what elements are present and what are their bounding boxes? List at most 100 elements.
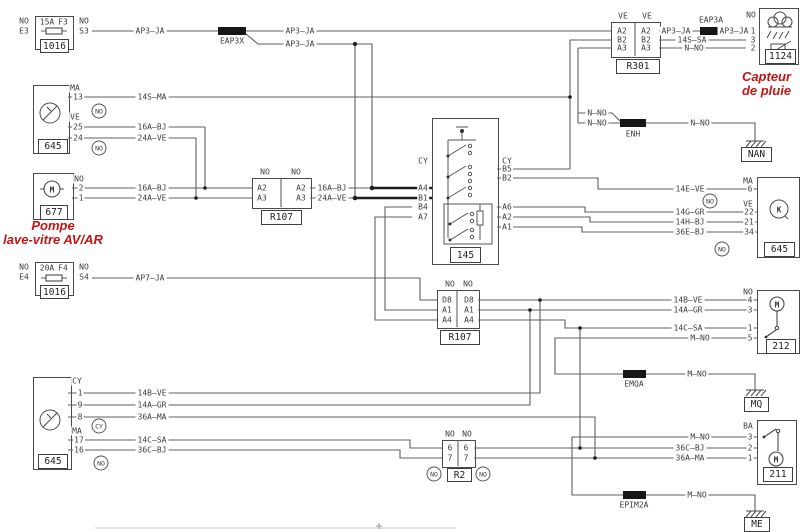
fuse2-bracket: NO — [18, 262, 30, 272]
wire-ap3-ja: AP3–JA — [283, 39, 317, 49]
stalk-bracket: CY — [501, 156, 513, 166]
r107-top-pin: A3 — [256, 193, 268, 203]
wire-14c-sa: 14C–SA — [671, 323, 705, 333]
caption-line: Pompe — [31, 218, 75, 233]
stalk-pin: A4 — [417, 183, 429, 193]
fuse1-bracket: NO — [18, 16, 30, 26]
r2-label: R2 — [447, 468, 472, 482]
wire-n-no: N–NO — [585, 118, 609, 128]
circled-no: NO — [475, 466, 491, 482]
r107-bottom-pin: D8 — [463, 295, 475, 305]
stalk-pin: B5 — [501, 164, 513, 174]
uch-top-pin: 13 — [72, 92, 84, 102]
uch-icon-right — [769, 199, 789, 220]
circled-no: NO — [93, 455, 109, 471]
wire-24a-ve: 24A–VE — [315, 193, 349, 203]
motor-letter: M — [774, 300, 780, 310]
uch-bottom-label: 645 — [38, 454, 68, 469]
caption-line: lave-vitre AV/AR — [3, 232, 103, 247]
sensor-pin: 2 — [749, 43, 757, 53]
eap3x-connector — [218, 27, 246, 35]
wiper-front-pin: 3 — [746, 305, 754, 315]
r2-pin: 6 — [462, 443, 470, 453]
fuse2-pin: S4 — [78, 272, 90, 282]
wire-14b-ve: 14B–VE — [671, 295, 705, 305]
sensor-pin: 1 — [749, 26, 757, 36]
ground-icon-me — [745, 510, 767, 518]
r107-top-bracket: NO — [290, 167, 302, 177]
wire-ap3-ja: AP3–JA — [133, 26, 167, 36]
motor-icon-677 — [40, 180, 64, 198]
wire-14e-ve: 14E–VE — [673, 184, 707, 194]
uch-top-bracket: VE — [69, 112, 81, 122]
r107-top-connector-box — [252, 178, 312, 209]
wire-m-no: M–NO — [685, 490, 709, 500]
motor-letter: M — [49, 185, 55, 195]
wiper-stalk-box — [432, 118, 499, 265]
ground-icon-mq — [745, 389, 767, 397]
uch-letter: K — [776, 205, 782, 215]
wire-n-no: N–NO — [682, 43, 706, 53]
wire-36c-bj: 36C–BJ — [673, 443, 707, 453]
caption-line: de pluie — [741, 83, 792, 98]
uch-right-pin: 22 — [743, 207, 755, 217]
r2-pin: 6 — [446, 443, 454, 453]
r107-bottom-pin: A4 — [463, 315, 475, 325]
uch-right-bracket: MA — [742, 176, 754, 186]
r107-bottom-pin: A1 — [441, 305, 453, 315]
wire-m-no: M–NO — [688, 432, 712, 442]
uch-icon-bottom — [39, 409, 61, 431]
circled-no: NO — [702, 193, 718, 209]
wire-n-no: N–NO — [688, 118, 712, 128]
connector-eap3a: EAP3A — [697, 15, 725, 25]
stalk-pin: A7 — [417, 212, 429, 222]
uch-right-pin: 6 — [746, 184, 754, 194]
fuse1-rating: 15A — [38, 17, 56, 27]
wire-ap7-ja: AP7–JA — [133, 273, 167, 283]
fuse2-label: 1016 — [40, 285, 69, 299]
washer-pump-caption: Pompe lave-vitre AV/AR — [0, 219, 120, 247]
uch-bottom-pin: 9 — [76, 400, 84, 410]
ground-me-label: ME — [744, 517, 770, 532]
uch-bottom-bracket: MA — [71, 426, 83, 436]
wiper-front-pin: 5 — [746, 333, 754, 343]
stalk-pin: B4 — [417, 202, 429, 212]
epim2a-connector — [623, 491, 646, 499]
wire-ap3-ja: AP3–JA — [659, 26, 693, 36]
emqa-connector — [623, 370, 646, 378]
rear-wiper-motor-label: 211 — [763, 467, 793, 482]
wire-ap3-ja: AP3–JA — [717, 26, 751, 36]
enh-connector — [620, 119, 646, 127]
wire-14b-ve: 14B–VE — [135, 388, 169, 398]
wiper-front-pin: 4 — [746, 295, 754, 305]
wire-ap3-ja: AP3–JA — [283, 26, 317, 36]
wire-14a-gr: 14A–GR — [671, 305, 705, 315]
wire-14h-bj: 14H–BJ — [673, 217, 707, 227]
wiper-rear-pin: 2 — [746, 443, 754, 453]
motor-icon-211 — [762, 428, 784, 467]
rear-wiper-motor-box — [757, 420, 797, 485]
circled-no: NO — [714, 241, 730, 257]
wiper-front-bracket: NO — [742, 287, 754, 297]
r301-header: VE — [617, 11, 629, 21]
r2-bracket: NO — [461, 429, 473, 439]
uch-right-bracket: VE — [742, 199, 754, 209]
wire-24a-ve: 24A–VE — [135, 193, 169, 203]
uch-top-pin: 25 — [72, 122, 84, 132]
caption-line: Capteur — [741, 69, 792, 84]
stalk-pin: A2 — [501, 212, 513, 222]
fuse-icon — [45, 27, 63, 282]
circled-no: NO — [91, 103, 107, 119]
washer-pump-label: 677 — [40, 205, 68, 220]
wiper-front-pin: 1 — [746, 323, 754, 333]
stalk-pin: B2 — [501, 173, 513, 183]
stalk-pin: A1 — [501, 222, 513, 232]
circled-no: NO — [426, 466, 442, 482]
ground-icon-nan — [745, 140, 767, 148]
uch-bottom-box — [33, 377, 72, 470]
wire-16a-bj: 16A–BJ — [315, 183, 349, 193]
uch-icon-top — [39, 102, 61, 124]
ground-mq-label: MQ — [744, 397, 769, 412]
r301-label: R301 — [616, 59, 660, 74]
r301-pin: B2 — [640, 35, 652, 45]
